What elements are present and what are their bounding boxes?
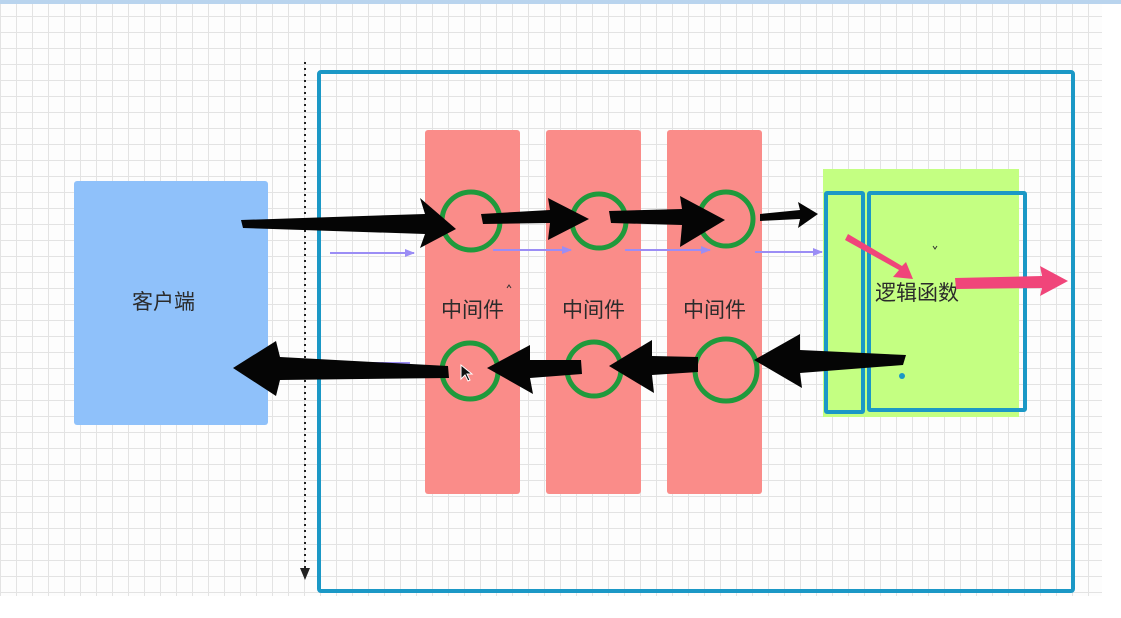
- response-node-1: [439, 340, 501, 402]
- logic-body-frame[interactable]: [867, 191, 1027, 412]
- tiny-caret-mark-2: [506, 284, 512, 289]
- window-top-edge: [0, 0, 1121, 4]
- logic-entry-frame[interactable]: [824, 191, 865, 414]
- middleware-label-1: 中间件: [441, 298, 504, 322]
- response-arrow-2: [609, 340, 698, 393]
- request-arrow-1: [241, 198, 456, 248]
- output-arrow: [955, 266, 1068, 296]
- canvas-right-margin: [1102, 4, 1121, 618]
- logic-dot: [899, 373, 905, 379]
- response-arrow-4: [233, 341, 449, 396]
- request-arrow-3: [609, 196, 725, 247]
- request-arrow-2: [481, 198, 589, 240]
- mouse-cursor-icon: [460, 363, 474, 382]
- tiny-caret-mark: [932, 245, 938, 250]
- response-arrow-1: [754, 334, 906, 388]
- response-arrow-3: [487, 345, 582, 394]
- response-main-arrows: [233, 334, 906, 396]
- request-main-arrows: [241, 196, 818, 248]
- client-label: 客户端: [132, 290, 195, 314]
- output-arrows: [845, 234, 1068, 296]
- logic-inner-arrow: [845, 234, 913, 279]
- logic-function-box[interactable]: [823, 169, 1019, 417]
- middleware-box-2[interactable]: [546, 130, 641, 494]
- response-node-3: [692, 336, 760, 404]
- logic-function-label: 逻辑函数: [875, 281, 959, 305]
- request-arrow-4: [760, 202, 818, 228]
- middleware-label-2: 中间件: [562, 298, 625, 322]
- server-frame[interactable]: [317, 70, 1075, 593]
- middleware-box-3[interactable]: [667, 130, 762, 494]
- timeline-arrow-head-icon: [300, 568, 310, 580]
- client-box[interactable]: [74, 181, 268, 425]
- middleware-label-3: 中间件: [683, 298, 746, 322]
- canvas-bottom-margin: [0, 596, 1121, 618]
